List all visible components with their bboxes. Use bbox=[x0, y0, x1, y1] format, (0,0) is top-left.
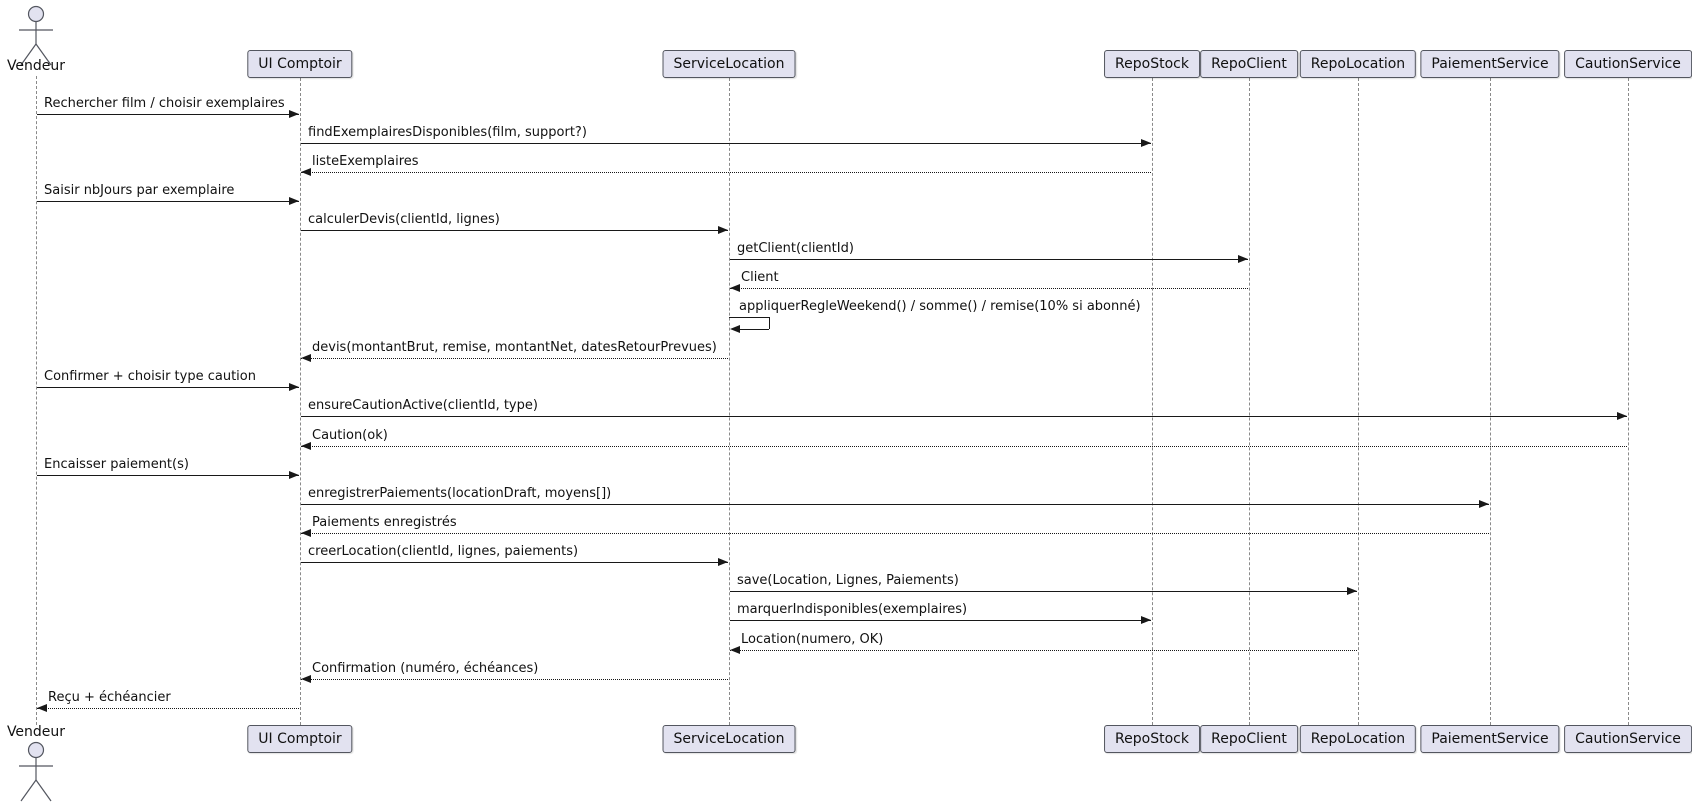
message-2-label: findExemplairesDisponibles(film, support… bbox=[308, 125, 587, 140]
message-3-arrowhead bbox=[301, 168, 311, 176]
lifeline-caution bbox=[1627, 78, 1629, 725]
participant-service-bottom: ServiceLocation bbox=[662, 725, 796, 753]
message-8-line-top bbox=[729, 317, 769, 318]
message-20-label: Confirmation (numéro, échéances) bbox=[312, 661, 539, 676]
participant-repoclient-bottom: RepoClient bbox=[1200, 725, 1298, 753]
participant-paiement-bottom: PaiementService bbox=[1420, 725, 1560, 753]
message-11-line bbox=[301, 416, 1627, 417]
lifeline-vendeur bbox=[35, 76, 37, 725]
message-17-line bbox=[730, 591, 1357, 592]
actor-figure-top bbox=[19, 5, 53, 66]
message-6-arrowhead bbox=[1238, 255, 1248, 263]
message-1-arrowhead bbox=[289, 110, 299, 118]
actor-figure-bottom bbox=[19, 741, 53, 802]
message-9-line bbox=[301, 358, 728, 359]
lifeline-service bbox=[728, 78, 730, 725]
message-21-arrowhead bbox=[37, 704, 47, 712]
message-18-arrowhead bbox=[1141, 616, 1151, 624]
message-2-line bbox=[301, 143, 1151, 144]
participant-caution-bottom: CautionService bbox=[1564, 725, 1692, 753]
message-5-arrowhead bbox=[718, 226, 728, 234]
message-4-line bbox=[37, 201, 299, 202]
lifeline-repostock bbox=[1151, 78, 1153, 725]
participant-repostock-top: RepoStock bbox=[1104, 50, 1200, 78]
participant-repolocation-bottom: RepoLocation bbox=[1299, 725, 1417, 753]
lifeline-repoclient bbox=[1248, 78, 1250, 725]
message-8-arrowhead bbox=[730, 325, 740, 333]
message-14-label: enregistrerPaiements(locationDraft, moye… bbox=[308, 486, 612, 501]
participant-repolocation-top: RepoLocation bbox=[1299, 50, 1417, 78]
message-12-arrowhead bbox=[301, 442, 311, 450]
message-20-line bbox=[301, 679, 728, 680]
participant-paiement-top: PaiementService bbox=[1420, 50, 1560, 78]
message-17-arrowhead bbox=[1347, 587, 1357, 595]
participant-repostock-bottom: RepoStock bbox=[1104, 725, 1200, 753]
message-16-line bbox=[301, 562, 728, 563]
lifeline-repolocation bbox=[1357, 78, 1359, 725]
message-2-arrowhead bbox=[1141, 139, 1151, 147]
message-19-line bbox=[730, 650, 1357, 651]
message-15-arrowhead bbox=[301, 529, 311, 537]
message-17-label: save(Location, Lignes, Paiements) bbox=[737, 573, 959, 588]
message-8-label: appliquerRegleWeekend() / somme() / remi… bbox=[739, 299, 1141, 314]
message-4-label: Saisir nbJours par exemplaire bbox=[44, 183, 235, 198]
message-9-arrowhead bbox=[301, 354, 311, 362]
message-16-label: creerLocation(clientId, lignes, paiement… bbox=[308, 544, 579, 559]
message-13-label: Encaisser paiement(s) bbox=[44, 457, 189, 472]
message-18-label: marquerIndisponibles(exemplaires) bbox=[737, 602, 968, 617]
message-13-line bbox=[37, 475, 299, 476]
message-12-label: Caution(ok) bbox=[312, 428, 388, 443]
message-7-line bbox=[730, 288, 1248, 289]
message-11-arrowhead bbox=[1617, 412, 1627, 420]
message-6-label: getClient(clientId) bbox=[737, 241, 854, 256]
message-10-label: Confirmer + choisir type caution bbox=[44, 369, 256, 384]
actor-label-bottom: Vendeur bbox=[6, 724, 66, 740]
message-19-label: Location(numero, OK) bbox=[741, 632, 884, 647]
actor-label-top: Vendeur bbox=[6, 58, 66, 74]
message-5-line bbox=[301, 230, 728, 231]
message-15-line bbox=[301, 533, 1489, 534]
message-8-line-bottom bbox=[738, 329, 769, 330]
message-5-label: calculerDevis(clientId, lignes) bbox=[308, 212, 500, 227]
lifeline-ui bbox=[299, 78, 301, 725]
message-10-line bbox=[37, 387, 299, 388]
message-1-line bbox=[37, 114, 299, 115]
message-4-arrowhead bbox=[289, 197, 299, 205]
message-7-arrowhead bbox=[730, 284, 740, 292]
message-6-line bbox=[730, 259, 1248, 260]
participant-repoclient-top: RepoClient bbox=[1200, 50, 1298, 78]
message-9-label: devis(montantBrut, remise, montantNet, d… bbox=[312, 340, 717, 355]
message-10-arrowhead bbox=[289, 383, 299, 391]
message-18-line bbox=[730, 620, 1151, 621]
message-8-line-side bbox=[769, 317, 770, 329]
message-11-label: ensureCautionActive(clientId, type) bbox=[308, 398, 538, 413]
message-19-arrowhead bbox=[730, 646, 740, 654]
participant-service-top: ServiceLocation bbox=[662, 50, 796, 78]
message-21-line bbox=[37, 708, 299, 709]
participant-ui-top: UI Comptoir bbox=[247, 50, 353, 78]
participant-ui-bottom: UI Comptoir bbox=[247, 725, 353, 753]
message-12-line bbox=[301, 446, 1627, 447]
message-14-arrowhead bbox=[1479, 500, 1489, 508]
message-14-line bbox=[301, 504, 1489, 505]
lifeline-paiement bbox=[1489, 78, 1491, 725]
message-7-label: Client bbox=[741, 270, 779, 285]
message-21-label: Reçu + échéancier bbox=[48, 690, 171, 705]
message-15-label: Paiements enregistrés bbox=[312, 515, 457, 530]
message-20-arrowhead bbox=[301, 675, 311, 683]
message-13-arrowhead bbox=[289, 471, 299, 479]
message-16-arrowhead bbox=[718, 558, 728, 566]
message-3-line bbox=[301, 172, 1151, 173]
message-3-label: listeExemplaires bbox=[312, 154, 419, 169]
message-1-label: Rechercher film / choisir exemplaires bbox=[44, 96, 285, 111]
participant-caution-top: CautionService bbox=[1564, 50, 1692, 78]
